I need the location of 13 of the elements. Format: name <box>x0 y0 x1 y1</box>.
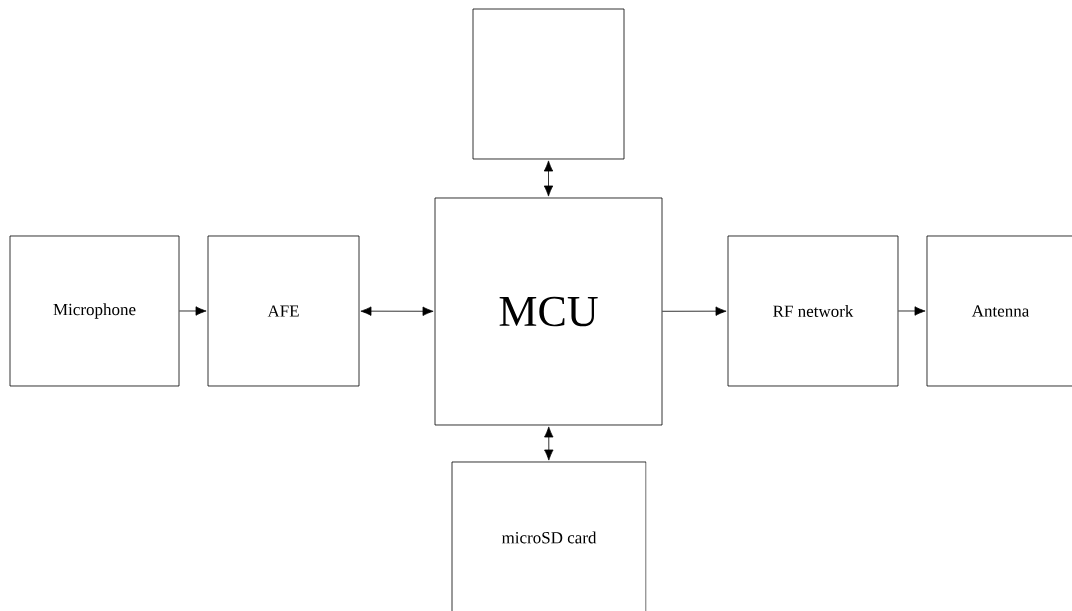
arrow <box>179 306 207 316</box>
block-box: AFE <box>207 235 360 387</box>
block-box: MCU <box>434 197 663 426</box>
arrow <box>662 306 727 316</box>
arrow <box>544 426 554 461</box>
arrow <box>360 306 434 316</box>
block-box: microSD card <box>451 461 647 611</box>
block-box: RF network <box>727 235 899 387</box>
arrow <box>898 306 926 316</box>
arrow <box>543 160 554 197</box>
block-box <box>472 8 625 160</box>
block-box: Microphone <box>9 235 180 387</box>
block-box: Antenna <box>926 235 1072 387</box>
